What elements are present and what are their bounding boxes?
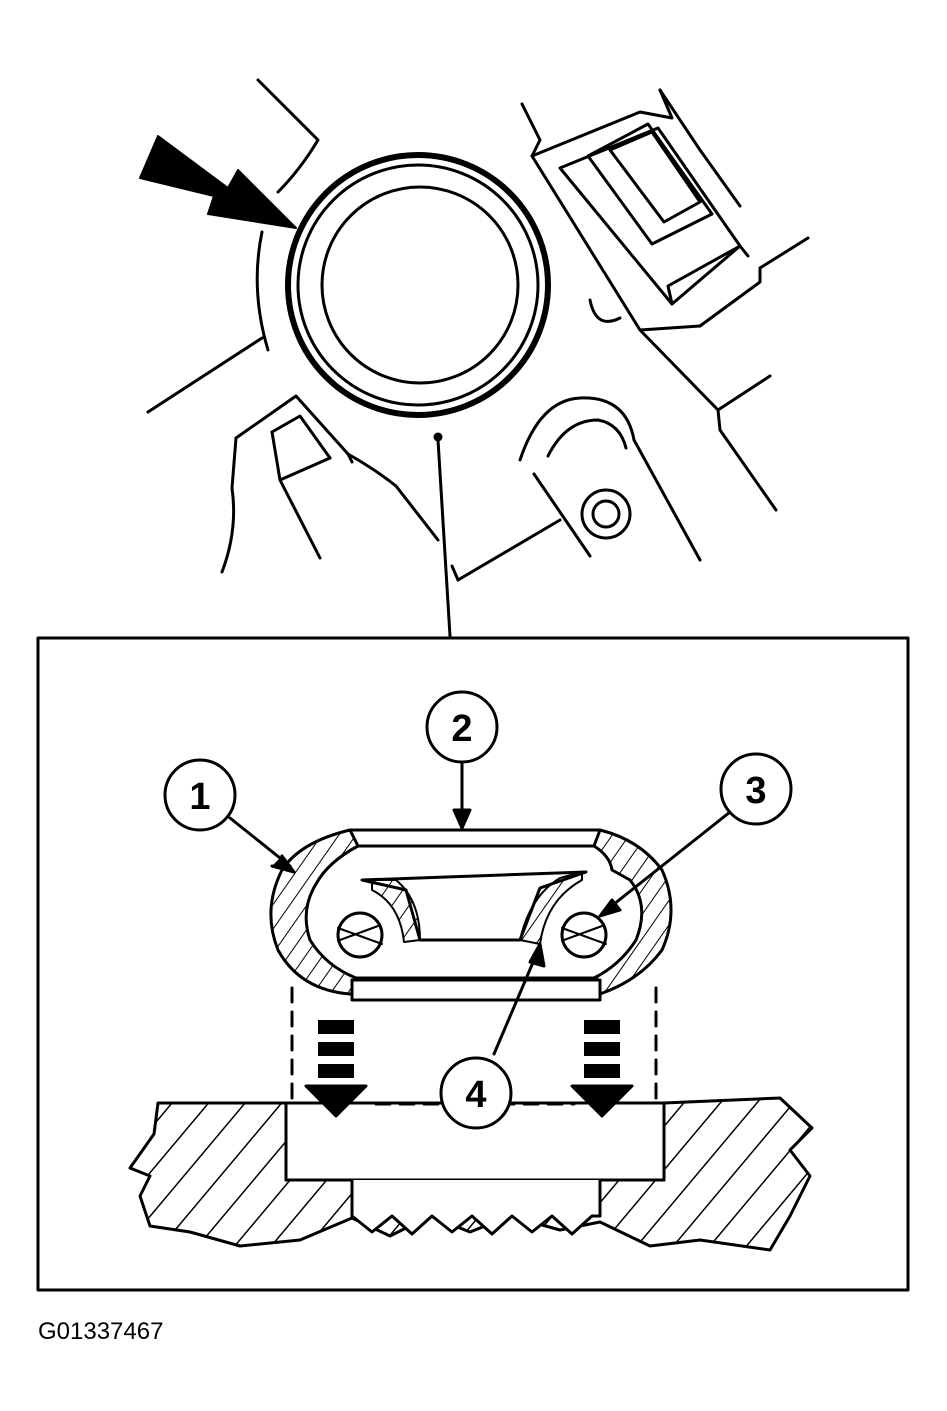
lower-contour: [450, 564, 460, 582]
install-arrow-right-icon: [570, 1020, 634, 1118]
callout-3-leader: [602, 810, 732, 914]
callout-2-number: 2: [451, 708, 472, 750]
lower-contour: [346, 452, 440, 542]
left-screw-slot: [337, 925, 383, 945]
bolt-center: [591, 499, 621, 529]
figure-id-label: G01337467: [38, 1318, 164, 1345]
left-bracket: [234, 394, 354, 464]
callout-2: 2: [425, 690, 499, 764]
callout-3: 3: [719, 752, 793, 826]
right-block: [716, 408, 778, 512]
seal-bore-middle: [296, 163, 540, 407]
left-bracket: [270, 414, 332, 460]
left-bracket: [220, 436, 238, 574]
right-block: [658, 88, 742, 208]
callout-3-number: 3: [745, 770, 766, 812]
callout-2-arrowhead: [452, 808, 472, 830]
right-block: [588, 298, 622, 323]
installer-bottom-plate: [350, 978, 602, 1002]
callout-1: 1: [163, 758, 237, 832]
right-block: [608, 130, 702, 224]
right-bracket: [518, 396, 702, 562]
installer-top-plate: [348, 828, 602, 848]
callout-4-arrowhead: [528, 942, 546, 968]
right-block: [698, 266, 762, 328]
right-block: [558, 126, 742, 306]
right-block: [666, 244, 750, 306]
right-screw-slot: [561, 925, 607, 945]
callout-4-number: 4: [465, 1074, 486, 1116]
lower-contour: [456, 518, 562, 582]
pointer-arrow-icon: [139, 135, 297, 229]
right-block: [586, 122, 714, 246]
left-bracket: [270, 430, 332, 482]
callout-1-number: 1: [189, 776, 210, 818]
detail-view: 1 2 3 4: [128, 690, 814, 1252]
callout-1-arrowhead: [270, 854, 296, 874]
right-bracket: [546, 418, 628, 458]
housing-contour: [256, 78, 320, 194]
housing-contour: [146, 336, 264, 414]
callout-4: 4: [439, 1056, 513, 1130]
detail-frame: [36, 636, 910, 1292]
right-block: [638, 328, 772, 412]
bolt-head: [580, 488, 632, 540]
right-block: [520, 88, 674, 158]
left-bracket: [278, 478, 322, 560]
slot-wall-left: [371, 879, 421, 943]
detail-leader-line: [436, 438, 452, 638]
right-block: [758, 236, 810, 270]
engine-overview: [139, 78, 810, 582]
right-bracket: [532, 472, 592, 558]
install-arrow-left-icon: [304, 1020, 368, 1118]
seal-lip: [350, 1178, 602, 1236]
seal-bore-outer: [285, 152, 551, 418]
seal-bore-inner: [320, 185, 520, 385]
housing-contour: [255, 230, 270, 352]
right-block: [530, 154, 702, 332]
callout-3-arrowhead: [598, 898, 622, 918]
